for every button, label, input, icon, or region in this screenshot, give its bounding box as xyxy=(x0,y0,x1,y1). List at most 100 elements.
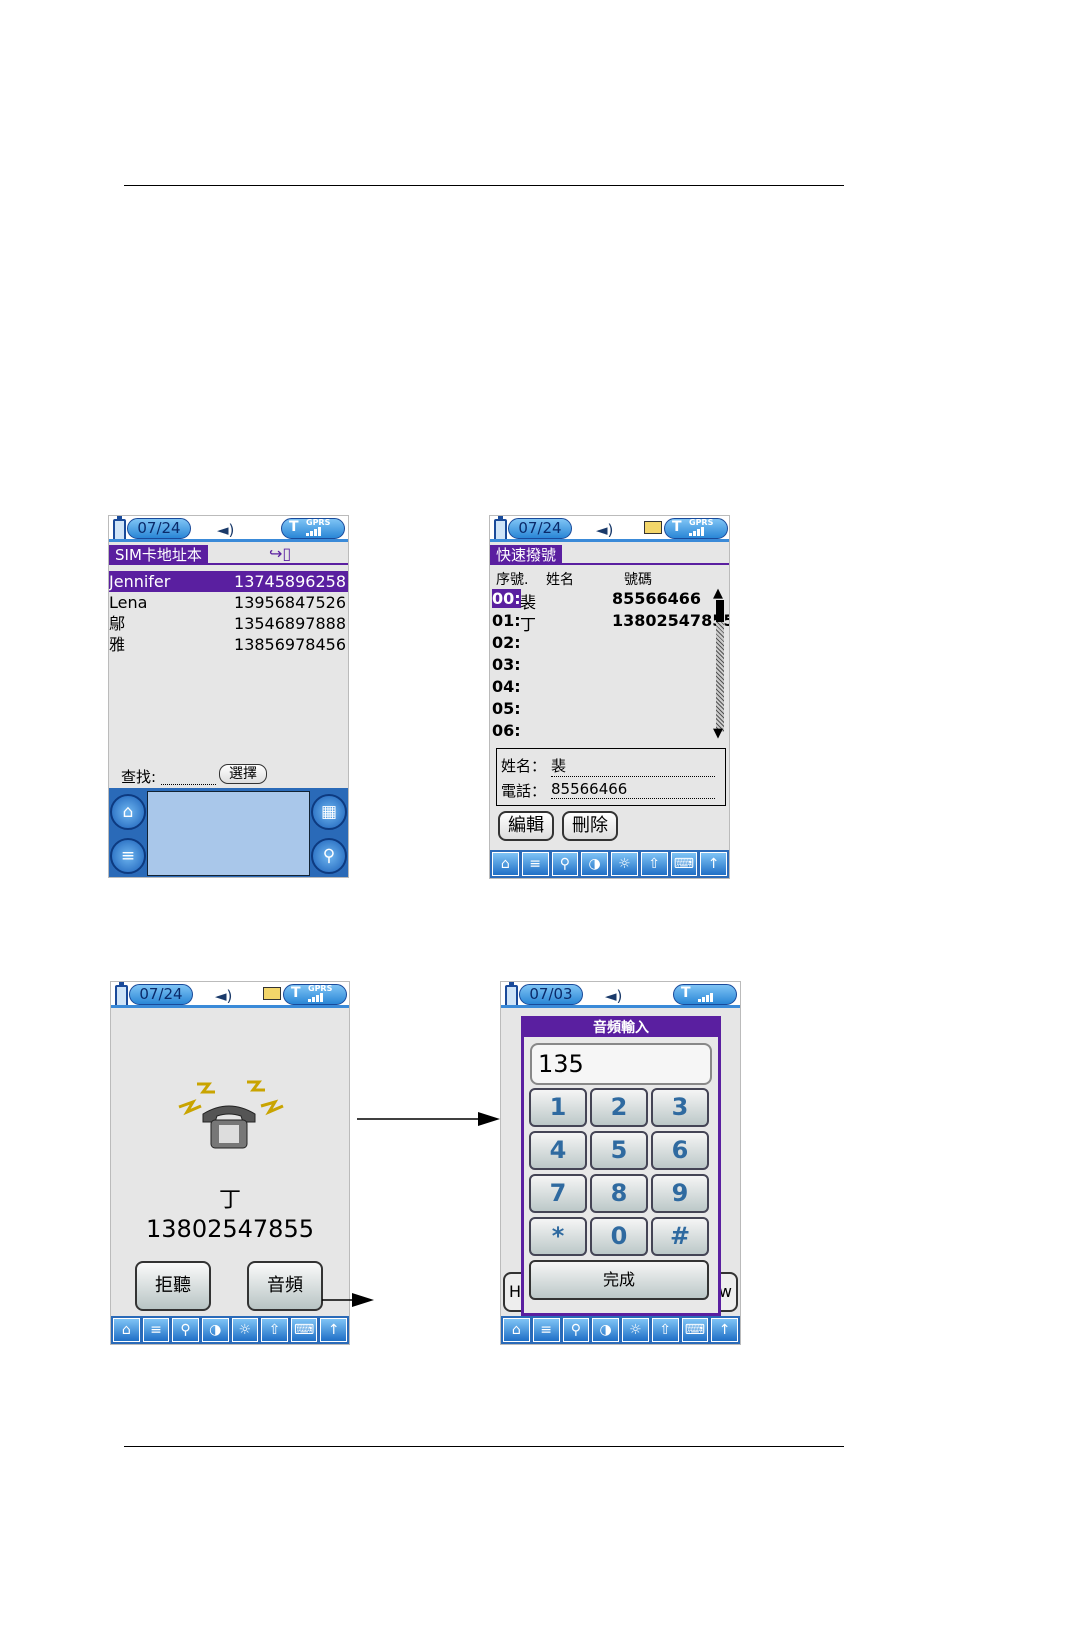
message-icon[interactable] xyxy=(263,987,281,1000)
contrast-icon[interactable]: ◑ xyxy=(581,852,608,876)
key-6[interactable]: 6 xyxy=(651,1131,709,1170)
antenna-icon: T xyxy=(681,985,691,1001)
signal-indicator[interactable]: T GPRS xyxy=(664,518,728,539)
key-1[interactable]: 1 xyxy=(529,1088,587,1127)
home-icon[interactable]: ⌂ xyxy=(492,852,519,876)
status-bar: 07/24 ◄) T GPRS xyxy=(490,516,729,542)
speaker-icon[interactable]: ◄) xyxy=(596,521,614,539)
date-pill[interactable]: 07/24 xyxy=(129,984,193,1005)
up-arrow-icon[interactable]: ↑ xyxy=(711,1318,738,1342)
key-2[interactable]: 2 xyxy=(590,1088,648,1127)
key-star[interactable]: * xyxy=(529,1217,587,1256)
speed-dial-row[interactable]: 03: xyxy=(492,655,521,674)
graffiti-area: ⌂ ≡ ▦ ⚲ xyxy=(109,788,348,877)
apps-icon[interactable]: ▦ xyxy=(311,794,347,830)
battery-icon xyxy=(494,516,507,541)
battery-icon xyxy=(505,982,518,1007)
speed-dial-row[interactable]: 02: xyxy=(492,633,521,652)
signal-indicator[interactable]: T xyxy=(673,984,737,1005)
menu-icon[interactable]: ≡ xyxy=(521,852,549,876)
beam-icon[interactable]: ⇧ xyxy=(261,1318,288,1342)
scroll-thumb[interactable] xyxy=(716,600,724,622)
bottom-toolbar: ⌂ ≡ ⚲ ◑ ☼ ⇧ ⌨ ↑ xyxy=(501,1316,740,1344)
contrast-icon[interactable]: ◑ xyxy=(592,1318,619,1342)
message-icon[interactable] xyxy=(644,521,662,534)
key-4[interactable]: 4 xyxy=(529,1131,587,1170)
search-icon[interactable]: ⚲ xyxy=(172,1318,199,1342)
home-icon[interactable]: ⌂ xyxy=(503,1318,530,1342)
speed-dial-row[interactable]: 00: 裴 85566466 xyxy=(492,589,702,612)
key-hash[interactable]: # xyxy=(651,1217,709,1256)
signal-indicator[interactable]: T GPRS xyxy=(283,984,347,1005)
up-arrow-icon[interactable]: ↑ xyxy=(700,852,727,876)
detail-phone-field[interactable]: 85566466 xyxy=(551,780,715,799)
menu-icon[interactable]: ≡ xyxy=(142,1318,170,1342)
signal-bars-icon xyxy=(306,527,321,536)
find-input[interactable] xyxy=(161,784,216,785)
detail-box: 姓名： 裴 電話： 85566466 xyxy=(496,748,726,806)
menu-icon[interactable]: ≡ xyxy=(532,1318,560,1342)
done-button[interactable]: 完成 xyxy=(529,1260,709,1300)
select-button[interactable]: 選擇 xyxy=(219,764,267,784)
search-icon[interactable]: ⚲ xyxy=(562,1318,590,1342)
up-arrow-icon[interactable]: ↑ xyxy=(320,1318,347,1342)
audio-button[interactable]: 音頻 xyxy=(247,1261,323,1311)
signal-indicator[interactable]: T GPRS xyxy=(281,518,345,539)
speed-dial-row[interactable]: 01: 丁 13802547855 xyxy=(492,611,730,634)
signal-bars-icon xyxy=(689,527,704,536)
search-icon[interactable]: ⚲ xyxy=(551,852,579,876)
status-bar: 07/03 ◄) T xyxy=(501,982,740,1008)
dtmf-input-field[interactable]: 135 xyxy=(530,1043,712,1085)
home-icon[interactable]: ⌂ xyxy=(110,794,146,830)
reject-button[interactable]: 拒聽 xyxy=(135,1261,211,1311)
date-pill[interactable]: 07/03 xyxy=(519,984,583,1005)
signal-label: GPRS xyxy=(306,518,331,527)
edit-button[interactable]: 編輯 xyxy=(498,811,554,841)
brightness-icon[interactable]: ☼ xyxy=(231,1318,259,1342)
arrow-from-audio-head xyxy=(352,1293,374,1307)
key-3[interactable]: 3 xyxy=(651,1088,709,1127)
keyboard-icon[interactable]: ⌨ xyxy=(681,1318,709,1342)
speed-dial-row[interactable]: 06: xyxy=(492,721,521,740)
key-0[interactable]: 0 xyxy=(590,1217,648,1256)
keyboard-icon[interactable]: ⌨ xyxy=(290,1318,318,1342)
contrast-icon[interactable]: ◑ xyxy=(201,1318,229,1342)
key-5[interactable]: 5 xyxy=(590,1131,648,1170)
scroll-down-icon[interactable]: ▼ xyxy=(713,726,723,741)
speed-dial-row[interactable]: 05: xyxy=(492,699,521,718)
speed-dial-row[interactable]: 04: xyxy=(492,677,521,696)
scroll-track[interactable] xyxy=(716,622,724,732)
arrow-to-dtmf-head xyxy=(478,1112,500,1126)
brightness-icon[interactable]: ☼ xyxy=(622,1318,649,1342)
key-7[interactable]: 7 xyxy=(529,1174,587,1213)
graffiti-writing-pad[interactable] xyxy=(147,791,310,876)
detail-name-field[interactable]: 裴 xyxy=(551,755,715,777)
date-pill[interactable]: 07/24 xyxy=(508,518,572,539)
find-label: 查找: xyxy=(121,768,157,786)
key-8[interactable]: 8 xyxy=(590,1174,648,1213)
home-icon[interactable]: ⌂ xyxy=(113,1318,140,1342)
scrollbar[interactable]: ▲ ▼ xyxy=(713,586,724,742)
search-icon[interactable]: ⚲ xyxy=(311,838,347,874)
speaker-icon[interactable]: ◄) xyxy=(217,521,235,539)
antenna-icon: T xyxy=(672,519,682,535)
beam-icon[interactable]: ⇧ xyxy=(640,852,668,876)
phone-transfer-icon[interactable]: ↪▯ xyxy=(269,544,292,563)
signal-label: GPRS xyxy=(689,518,714,527)
header-name: 姓名 xyxy=(546,572,574,588)
scroll-up-icon[interactable]: ▲ xyxy=(713,586,723,601)
key-9[interactable]: 9 xyxy=(651,1174,709,1213)
brightness-icon[interactable]: ☼ xyxy=(611,852,638,876)
speaker-icon[interactable]: ◄) xyxy=(215,987,233,1005)
menu-icon[interactable]: ≡ xyxy=(110,838,146,874)
keyboard-icon[interactable]: ⌨ xyxy=(670,852,698,876)
date-pill[interactable]: 07/24 xyxy=(127,518,191,539)
speaker-icon[interactable]: ◄) xyxy=(605,987,623,1005)
delete-button[interactable]: 刪除 xyxy=(562,811,618,841)
beam-icon[interactable]: ⇧ xyxy=(651,1318,679,1342)
dtmf-input-screen: 07/03 ◄) T H w 音頻輸入 135 1 2 3 4 5 6 7 8 … xyxy=(500,981,741,1345)
